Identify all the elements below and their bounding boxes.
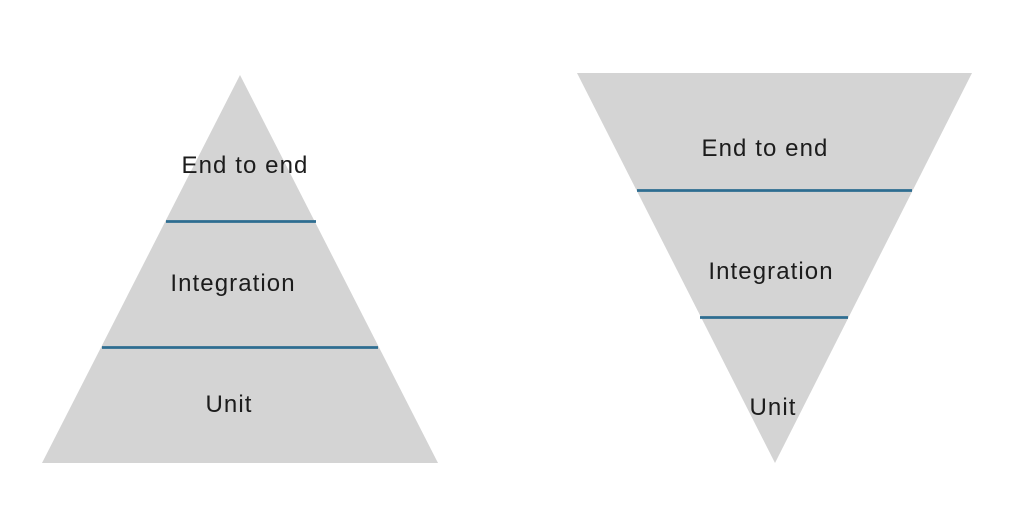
upward-pyramid-label-integration: Integration: [170, 270, 296, 297]
inverted-pyramid-label-integration: Integration: [708, 258, 834, 285]
inverted-pyramid-shape: [577, 73, 972, 463]
upward-pyramid-label-end-to-end: End to end: [181, 152, 309, 179]
inverted-pyramid-label-unit: Unit: [749, 394, 797, 421]
upward-pyramid-label-unit: Unit: [205, 391, 253, 418]
inverted-pyramid-label-end-to-end: End to end: [701, 135, 829, 162]
upward-pyramid-shape: [42, 75, 438, 463]
